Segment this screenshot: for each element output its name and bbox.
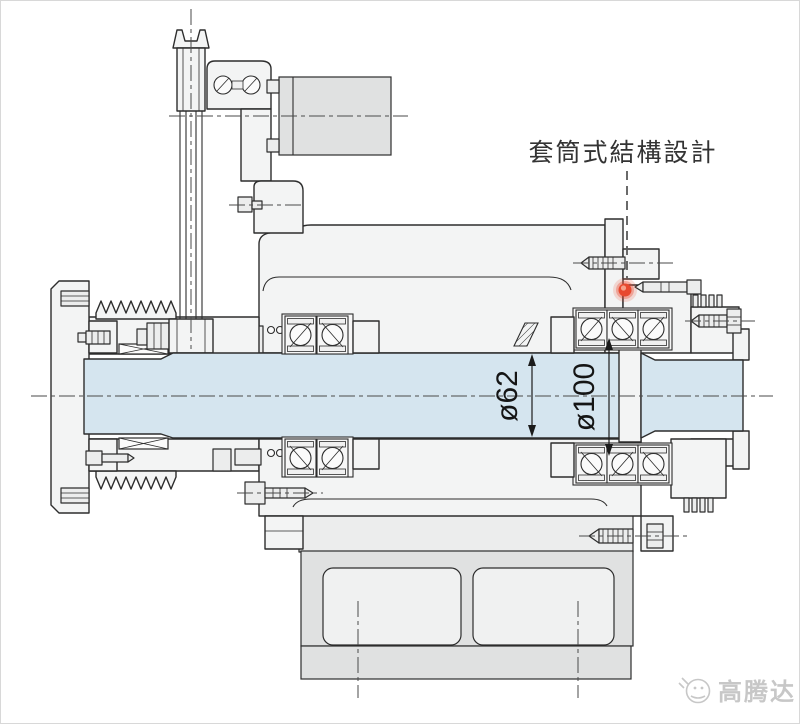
pulley-groove [172, 29, 210, 49]
callout-label: 套筒式結構設計 [528, 139, 717, 167]
front-bearing-set [281, 313, 380, 478]
watermark-logo: 高腾达 [678, 677, 796, 706]
dim-label-100: ø100 [568, 363, 601, 431]
bird-logo-icon [678, 677, 711, 704]
centerlines [31, 9, 773, 698]
rear-bearing-set [550, 307, 673, 486]
machine-base [298, 505, 634, 680]
spindle-nose [640, 352, 744, 439]
dimension-bearing-bore: ø100 [568, 338, 613, 456]
sleeve-design-callout: 套筒式結構設計 [528, 139, 717, 302]
drive-head-assembly [136, 29, 392, 354]
dim-label-62: ø62 [491, 370, 524, 422]
spindle-shaft [83, 348, 744, 443]
watermark-text: 高腾达 [718, 678, 796, 706]
dimension-shaft-bore: ø62 [491, 354, 536, 437]
highlight-dot-icon [613, 278, 637, 302]
